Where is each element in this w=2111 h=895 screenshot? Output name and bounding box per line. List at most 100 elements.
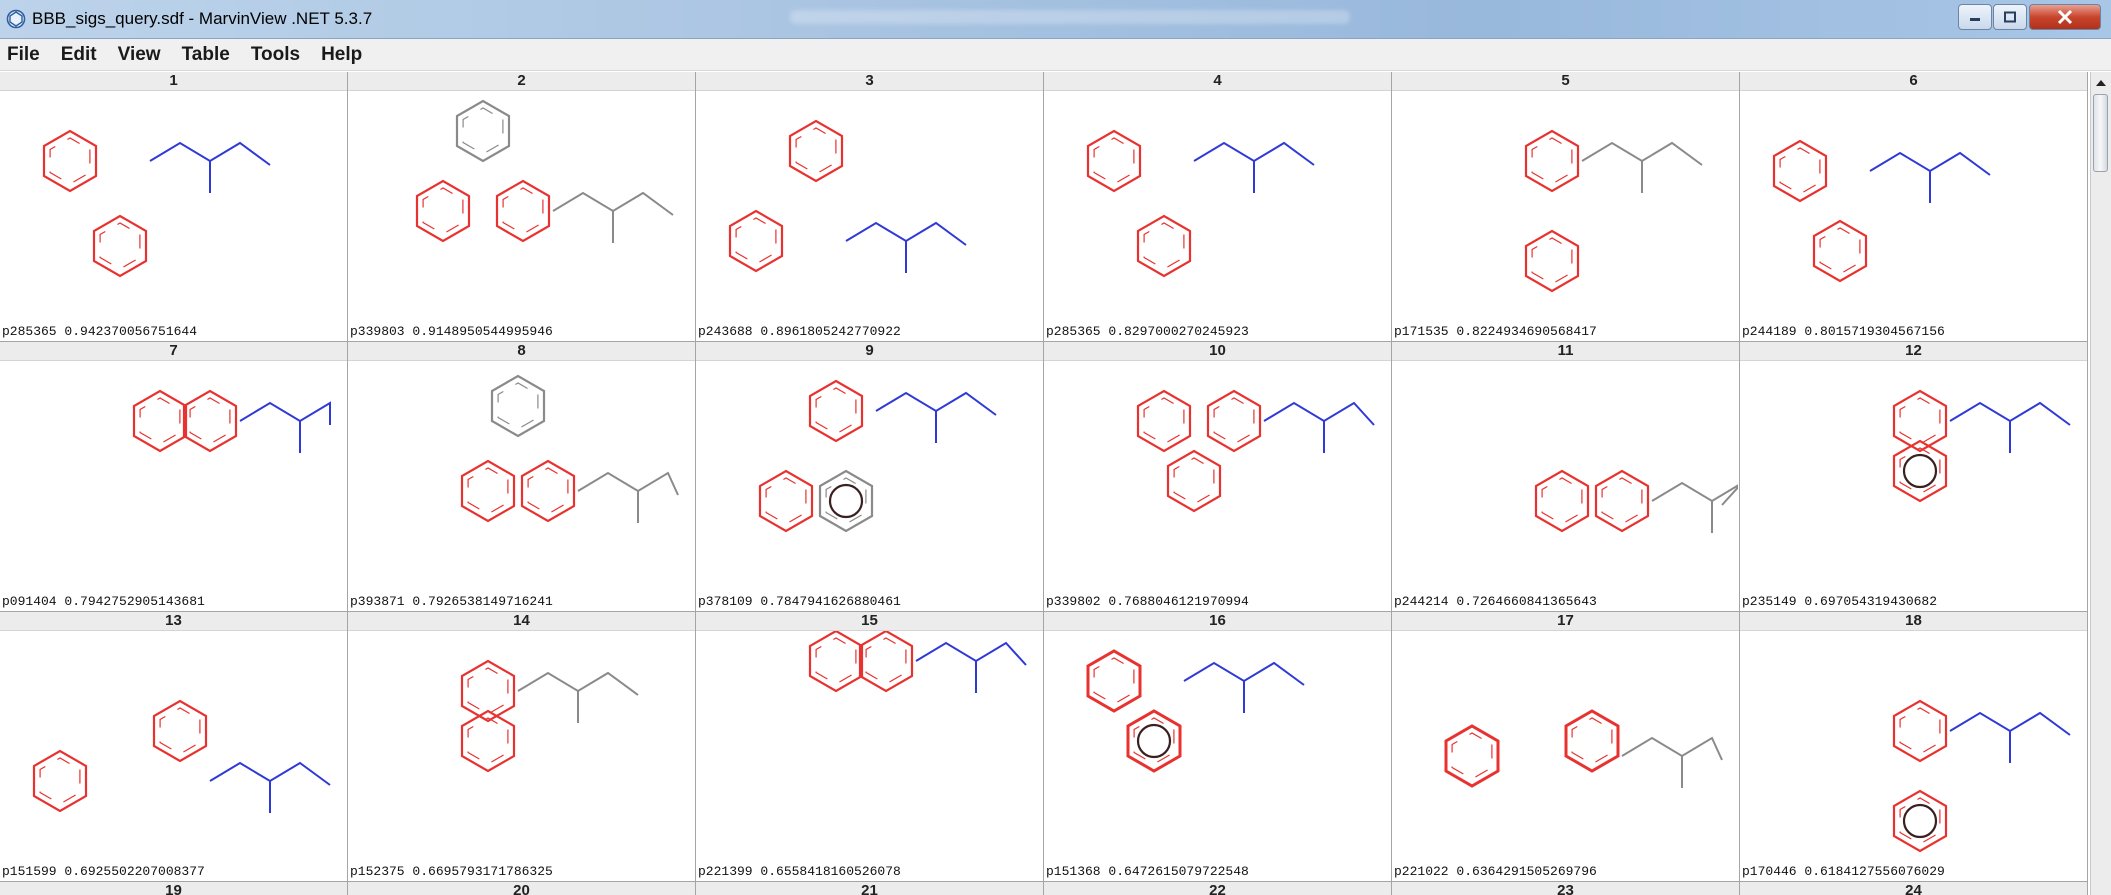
menu-bar: File Edit View Table Tools Help xyxy=(0,39,2111,71)
marvin-app-icon xyxy=(6,9,26,29)
cell-index-header: 13 xyxy=(0,612,347,631)
vertical-scrollbar[interactable] xyxy=(2090,72,2111,895)
molecule-structure-drawing xyxy=(32,699,331,813)
cell-index-header: 10 xyxy=(1044,342,1391,361)
molecule-structure-drawing xyxy=(460,659,639,773)
cell-id-score-caption: p244189 0.8015719304567156 xyxy=(1742,324,1945,339)
molecule-structure-drawing xyxy=(460,374,679,523)
cell-id-score-caption: p171535 0.8224934690568417 xyxy=(1394,324,1597,339)
molecule-structure-drawing xyxy=(1892,389,2071,503)
structure-cell-11[interactable]: 11 p244214 0.7264660841365643 xyxy=(1392,342,1740,612)
cell-index-header: 3 xyxy=(696,72,1043,91)
cell-index-header: 19 xyxy=(0,882,347,895)
structure-cell-8[interactable]: 8 p393871 0.7926538149716241 xyxy=(348,342,696,612)
structure-cell-14[interactable]: 14 p152375 0.6695793171786325 xyxy=(348,612,696,882)
cell-id-score-caption: p244214 0.7264660841365643 xyxy=(1394,594,1597,609)
structure-cell-23[interactable]: 23 xyxy=(1392,882,1740,895)
minimize-button[interactable] xyxy=(1958,4,1992,30)
structure-cell-4[interactable]: 4 p285365 0.8297000270245923 xyxy=(1044,72,1392,342)
structure-cell-20[interactable]: 20 xyxy=(348,882,696,895)
maximize-button[interactable] xyxy=(1993,4,2027,30)
menu-file[interactable]: File xyxy=(7,43,40,65)
scroll-up-arrow-icon xyxy=(2096,80,2106,86)
structure-cell-1[interactable]: 1 p285365 0.942370056751644 xyxy=(0,72,348,342)
scrollbar-thumb[interactable] xyxy=(2093,94,2108,172)
menu-tools[interactable]: Tools xyxy=(250,43,301,65)
cell-id-score-caption: p152375 0.6695793171786325 xyxy=(350,864,553,879)
maximize-icon xyxy=(2004,11,2016,23)
cell-index-header: 9 xyxy=(696,342,1043,361)
molecule-structure-drawing xyxy=(415,99,674,243)
cell-index-header: 24 xyxy=(1740,882,2087,895)
menu-table[interactable]: Table xyxy=(181,43,230,65)
cell-index-header: 4 xyxy=(1044,72,1391,91)
cell-index-header: 7 xyxy=(0,342,347,361)
cell-id-score-caption: p378109 0.7847941626880461 xyxy=(698,594,901,609)
cell-id-score-caption: p221022 0.6364291505269796 xyxy=(1394,864,1597,879)
menu-view[interactable]: View xyxy=(117,43,161,65)
close-button[interactable] xyxy=(2029,4,2101,30)
structure-cell-3[interactable]: 3 p243688 0.8961805242770922 xyxy=(696,72,1044,342)
cell-id-score-caption: p170446 0.6184127556076029 xyxy=(1742,864,1945,879)
cell-index-header: 6 xyxy=(1740,72,2087,91)
cell-id-score-caption: p243688 0.8961805242770922 xyxy=(698,324,901,339)
menu-help[interactable]: Help xyxy=(321,43,363,65)
structure-cell-21[interactable]: 21 xyxy=(696,882,1044,895)
structure-cell-6[interactable]: 6 p244189 0.8015719304567156 xyxy=(1740,72,2088,342)
cell-index-header: 23 xyxy=(1392,882,1739,895)
structure-cell-19[interactable]: 19 xyxy=(0,882,348,895)
structure-cell-18[interactable]: 18 p170446 0.6184127556076029 xyxy=(1740,612,2088,882)
minimize-icon xyxy=(1970,18,1980,21)
structure-cell-17[interactable]: 17 p221022 0.6364291505269796 xyxy=(1392,612,1740,882)
cell-id-score-caption: p091404 0.7942752905143681 xyxy=(2,594,205,609)
cell-id-score-caption: p151599 0.6925502207008377 xyxy=(2,864,205,879)
scroll-up-button[interactable] xyxy=(2093,74,2109,92)
cell-id-score-caption: p339802 0.7688046121970994 xyxy=(1046,594,1249,609)
structure-cell-2[interactable]: 2 p339803 0.9148950544995946 xyxy=(348,72,696,342)
structure-cell-22[interactable]: 22 xyxy=(1044,882,1392,895)
window-title: BBB_sigs_query.sdf - MarvinView .NET 5.3… xyxy=(32,9,373,28)
cell-index-header: 5 xyxy=(1392,72,1739,91)
cell-index-header: 18 xyxy=(1740,612,2087,631)
molecule-structure-drawing xyxy=(42,129,271,278)
title-bar[interactable]: BBB_sigs_query.sdf - MarvinView .NET 5.3… xyxy=(0,0,2111,39)
cell-id-score-caption: p285365 0.942370056751644 xyxy=(2,324,198,339)
title-bar-background-text xyxy=(790,10,1350,24)
structure-cell-5[interactable]: 5 p171535 0.8224934690568417 xyxy=(1392,72,1740,342)
cell-index-header: 22 xyxy=(1044,882,1391,895)
molecule-structure-drawing xyxy=(1444,709,1723,788)
cell-index-header: 2 xyxy=(348,72,695,91)
molecule-structure-drawing xyxy=(758,379,997,533)
structure-cell-12[interactable]: 12 p235149 0.697054319430682 xyxy=(1740,342,2088,612)
cell-id-score-caption: p235149 0.697054319430682 xyxy=(1742,594,1938,609)
cell-id-score-caption: p393871 0.7926538149716241 xyxy=(350,594,553,609)
molecule-structure-drawing xyxy=(1136,389,1375,513)
molecule-structure-drawing xyxy=(1772,139,1991,283)
structure-cell-24[interactable]: 24 xyxy=(1740,882,2088,895)
molecule-structure-drawing xyxy=(1524,129,1703,293)
molecule-structure-drawing xyxy=(728,119,967,273)
cell-index-header: 21 xyxy=(696,882,1043,895)
structure-cell-10[interactable]: 10 p339802 0.7688046121970994 xyxy=(1044,342,1392,612)
cell-index-header: 17 xyxy=(1392,612,1739,631)
structure-cell-7[interactable]: 7 p091404 0.7942752905143681 xyxy=(0,342,348,612)
cell-index-header: 1 xyxy=(0,72,347,91)
cell-index-header: 14 xyxy=(348,612,695,631)
close-icon xyxy=(2057,9,2073,25)
structure-cell-15[interactable]: 15 p221399 0.6558418160526078 xyxy=(696,612,1044,882)
cell-index-header: 12 xyxy=(1740,342,2087,361)
cell-id-score-caption: p151368 0.6472615079722548 xyxy=(1046,864,1249,879)
molecule-structure-drawing xyxy=(1086,649,1305,773)
structure-cell-13[interactable]: 13 p151599 0.6925502207008377 xyxy=(0,612,348,882)
cell-id-score-caption: p221399 0.6558418160526078 xyxy=(698,864,901,879)
cell-id-score-caption: p339803 0.9148950544995946 xyxy=(350,324,553,339)
cell-index-header: 15 xyxy=(696,612,1043,631)
cell-index-header: 11 xyxy=(1392,342,1739,361)
structure-cell-9[interactable]: 9 p378109 0.7847941626880461 xyxy=(696,342,1044,612)
molecule-structure-drawing xyxy=(1086,129,1315,278)
cell-index-header: 8 xyxy=(348,342,695,361)
menu-edit[interactable]: Edit xyxy=(60,43,97,65)
molecule-grid: 1 p285365 0.942370056751644 2 p339803 0.914… xyxy=(0,72,2090,895)
cell-id-score-caption: p285365 0.8297000270245923 xyxy=(1046,324,1249,339)
